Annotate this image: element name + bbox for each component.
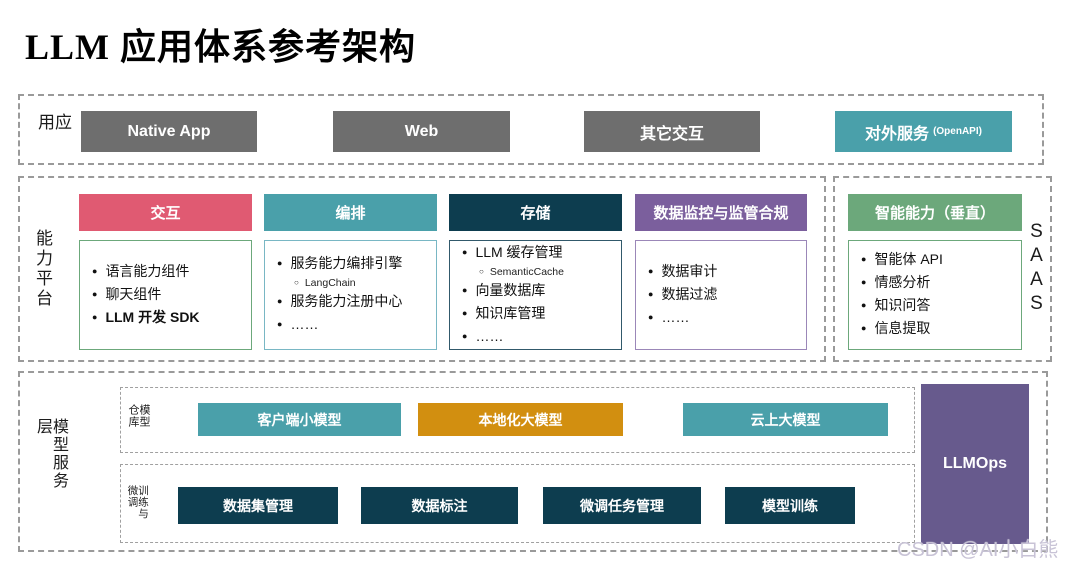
training-box-finetune-task-management: 微调任务管理 — [543, 487, 701, 524]
model-box-client-small-model: 客户端小模型 — [198, 403, 401, 436]
saas-panel-intelligent-capability: 智能体 API 情感分析 知识问答 信息提取 — [848, 240, 1022, 350]
saas-label: SAAS — [1026, 221, 1047, 317]
platform-header-interaction: 交互 — [79, 194, 252, 231]
app-box-other-interaction: 其它交互 — [584, 111, 760, 152]
model-box-label: 客户端小模型 — [257, 411, 342, 428]
training-box-model-training: 模型训练 — [725, 487, 855, 524]
list-item: …… — [277, 314, 436, 337]
training-box-label: 微调任务管理 — [580, 497, 664, 514]
saas-section: 智能能力（垂直） 智能体 API 情感分析 知识问答 信息提取 SAAS — [833, 176, 1052, 362]
platform-panel-storage: LLM 缓存管理 SemanticCache 向量数据库 知识库管理 …… — [449, 240, 622, 350]
training-label: 训练与微调 — [126, 484, 150, 519]
platform-layer-section: 能力平台 交互 语言能力组件 聊天组件 LLM 开发 SDK 编排 服务能力编排… — [18, 176, 826, 362]
list-item: 向量数据库 — [462, 280, 621, 303]
list-item: 数据审计 — [648, 261, 806, 284]
list-item: …… — [462, 326, 621, 349]
model-repo-subsection: 模型仓库 客户端小模型 本地化大模型 云上大模型 — [120, 387, 915, 453]
app-layer-section: 应用 Native App Web 其它交互 对外服务 (OpenAPI) — [18, 94, 1044, 165]
training-box-label: 数据集管理 — [223, 497, 293, 514]
model-layer-section: 模型服务层 模型仓库 客户端小模型 本地化大模型 云上大模型 训练与微调 数据集… — [18, 371, 1048, 552]
model-box-local-large-model: 本地化大模型 — [418, 403, 623, 436]
model-layer-label: 模型服务层 — [34, 417, 67, 490]
platform-layer-label: 能力平台 — [33, 229, 52, 309]
app-box-web: Web — [333, 111, 510, 152]
platform-header-storage: 存储 — [449, 194, 622, 231]
platform-panel-data-governance: 数据审计 数据过滤 …… — [635, 240, 807, 350]
header-label: 存储 — [520, 205, 551, 222]
list-item: 智能体 API — [861, 249, 1021, 272]
list-item: SemanticCache — [462, 265, 621, 280]
list-item: LLM 缓存管理 — [462, 242, 621, 265]
training-box-label: 模型训练 — [762, 497, 818, 514]
saas-header-intelligent-capability: 智能能力（垂直） — [848, 194, 1022, 231]
list-item: 聊天组件 — [92, 284, 251, 307]
list-item: 知识库管理 — [462, 303, 621, 326]
model-box-cloud-large-model: 云上大模型 — [683, 403, 888, 436]
app-layer-label: 应用 — [35, 112, 71, 134]
header-label: 编排 — [335, 205, 366, 222]
header-label: 数据监控与监管合规 — [653, 205, 789, 222]
list-item: 信息提取 — [861, 318, 1021, 341]
header-label: 智能能力（垂直） — [874, 205, 995, 222]
list-item: 语言能力组件 — [92, 261, 251, 284]
platform-header-data-governance: 数据监控与监管合规 — [635, 194, 807, 231]
list-item: LLM 开发 SDK — [92, 307, 251, 330]
app-box-label: 其它交互 — [639, 125, 704, 143]
app-box-native-app: Native App — [81, 111, 257, 152]
list-item: 知识问答 — [861, 295, 1021, 318]
list-item: …… — [648, 307, 806, 330]
app-box-label-suffix: (OpenAPI) — [933, 126, 982, 137]
llmops-box: LLMOps — [921, 384, 1029, 544]
model-repo-label: 模型仓库 — [127, 404, 150, 428]
platform-header-orchestration: 编排 — [264, 194, 437, 231]
list-item: 服务能力编排引擎 — [277, 253, 436, 276]
app-box-label: 对外服务 — [865, 125, 930, 143]
page-title: LLM 应用体系参考架构 — [25, 27, 417, 67]
model-box-label: 本地化大模型 — [478, 411, 563, 428]
llmops-label: LLMOps — [943, 455, 1007, 472]
platform-panel-orchestration: 服务能力编排引擎 LangChain 服务能力注册中心 …… — [264, 240, 437, 350]
list-item: LangChain — [277, 276, 436, 291]
training-box-data-annotation: 数据标注 — [361, 487, 518, 524]
csdn-watermark: CSDN @AI小白熊 — [897, 539, 1059, 561]
platform-panel-interaction: 语言能力组件 聊天组件 LLM 开发 SDK — [79, 240, 252, 350]
training-box-label: 数据标注 — [411, 497, 468, 514]
list-item: 数据过滤 — [648, 284, 806, 307]
app-box-external-service: 对外服务 (OpenAPI) — [835, 111, 1012, 152]
training-subsection: 训练与微调 数据集管理 数据标注 微调任务管理 模型训练 — [120, 464, 915, 543]
list-item: 情感分析 — [861, 272, 1021, 295]
header-label: 交互 — [150, 205, 181, 222]
model-box-label: 云上大模型 — [750, 411, 821, 428]
app-box-label: Web — [404, 122, 439, 140]
list-item: 服务能力注册中心 — [277, 291, 436, 314]
app-box-label: Native App — [127, 122, 211, 140]
training-box-dataset-management: 数据集管理 — [178, 487, 338, 524]
